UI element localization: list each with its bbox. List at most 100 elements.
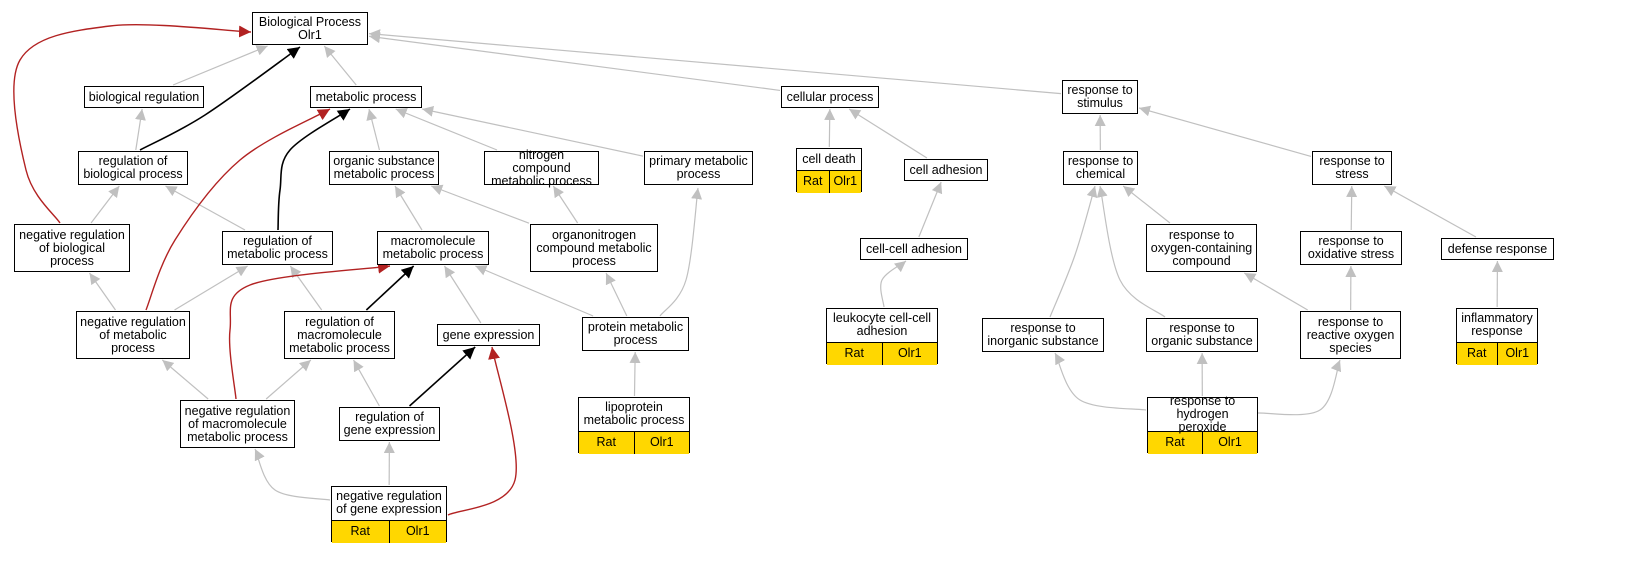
edge-negregbio-to-regbio	[90, 185, 120, 224]
node-geneexp[interactable]: gene expression	[437, 324, 540, 346]
node-bp[interactable]: Biological Process Olr1	[252, 12, 368, 45]
edge-ccadh-to-celladh	[918, 181, 943, 238]
node-label: response to chemical	[1067, 154, 1134, 181]
edge-ros-to-oxycomp	[1244, 272, 1308, 311]
node-label: response to inorganic substance	[987, 321, 1099, 348]
node-label: response to reactive oxygen species	[1306, 314, 1395, 355]
node-label: response to organic substance	[1151, 321, 1253, 348]
node-label: organic substance metabolic process	[333, 154, 435, 181]
edge-regmacro-to-macro	[365, 265, 415, 311]
node-negregbio[interactable]: negative regulation of biological proces…	[14, 224, 130, 272]
node-regmetab[interactable]: regulation of metabolic process	[222, 231, 333, 265]
edge-h2o2-to-inorg	[1054, 352, 1147, 411]
node-orgnitro[interactable]: organonitrogen compound metabolic proces…	[530, 224, 658, 272]
edge-geneexp-to-macro	[443, 265, 482, 324]
node-bioreg[interactable]: biological regulation	[84, 86, 204, 108]
edge-nitro-to-metab	[395, 108, 498, 151]
edge-protmetab-to-orgnitro	[605, 272, 628, 317]
edge-stress-to-stimulus	[1138, 105, 1312, 158]
node-ccadh[interactable]: cell-cell adhesion	[860, 238, 968, 260]
node-chemical[interactable]: response to chemical	[1063, 151, 1138, 185]
node-orgsubst[interactable]: response to organic substance	[1146, 318, 1258, 352]
annotation-cell: Rat	[1165, 435, 1185, 449]
edge-negregmacro-to-negregmetab	[161, 359, 209, 400]
node-metab[interactable]: metabolic process	[310, 86, 422, 108]
annotation-row: Rat Olr1	[332, 519, 447, 543]
node-defense[interactable]: defense response	[1441, 238, 1554, 260]
edge-negreggene-to-negregmacro	[254, 448, 331, 501]
edge-leuko-to-ccadh	[880, 260, 907, 308]
node-label: negative regulation of macromolecule met…	[184, 403, 291, 444]
node-negregmetab[interactable]: negative regulation of metabolic process	[76, 311, 190, 359]
annotation-cell: Rat	[844, 346, 864, 360]
edge-reggene-to-regmacro	[353, 359, 380, 407]
node-label: nitrogen compound metabolic process	[491, 147, 592, 188]
edge-oxycomp-to-chemical	[1122, 185, 1171, 224]
node-oxstress[interactable]: response to oxidative stress	[1300, 231, 1402, 265]
edge-protmetab-to-macro	[475, 265, 594, 317]
node-protmetab[interactable]: protein metabolic process	[582, 317, 689, 351]
node-cellular[interactable]: cellular process	[781, 86, 879, 108]
edge-negregmetab-to-regmetab	[174, 265, 248, 311]
edge-negregmacro-to-regmacro	[265, 359, 312, 400]
node-label: regulation of biological process	[83, 154, 183, 181]
node-macro[interactable]: macromolecule metabolic process	[377, 231, 489, 265]
node-label: response to stimulus	[1067, 83, 1133, 110]
edge-orgsub-to-metab	[366, 108, 381, 151]
node-regbio[interactable]: regulation of biological process	[78, 151, 188, 185]
edge-orgnitro-to-nitro	[552, 185, 579, 224]
node-stress[interactable]: response to stress	[1312, 151, 1392, 185]
node-label: inflammatory response	[1461, 311, 1533, 339]
edge-orgsubst-to-chemical	[1096, 185, 1166, 318]
node-label: regulation of metabolic process	[227, 234, 328, 261]
node-reggene[interactable]: regulation of gene expression	[339, 407, 440, 441]
edge-celldeath-to-cellular	[824, 108, 836, 148]
edge-defense-to-stress	[1384, 185, 1477, 238]
edge-regmetab-to-regbio	[165, 185, 246, 231]
node-label: regulation of gene expression	[343, 410, 436, 437]
node-regmacro[interactable]: regulation of macromolecule metabolic pr…	[284, 311, 395, 359]
node-primary[interactable]: primary metabolic process	[644, 151, 753, 185]
node-negregmacro[interactable]: negative regulation of macromolecule met…	[180, 400, 295, 448]
edge-lipo-to-protmetab	[629, 351, 641, 397]
node-label: response to oxidative stress	[1307, 234, 1395, 261]
node-stimulus[interactable]: response to stimulus	[1062, 80, 1138, 114]
annotation-cell: Rat	[350, 524, 370, 538]
edge-negregmetab-to-metab	[145, 108, 331, 311]
node-label: lipoprotein metabolic process	[583, 400, 685, 428]
node-nitro[interactable]: nitrogen compound metabolic process	[484, 147, 599, 188]
annotation-cell: Rat	[803, 174, 823, 188]
edge-metab-to-bp	[323, 45, 357, 86]
node-label: biological regulation	[88, 89, 200, 104]
node-label: cell-cell adhesion	[866, 241, 962, 256]
node-label: leukocyte cell-cell adhesion	[833, 311, 931, 339]
edge-negregbio-to-bp	[13, 24, 252, 224]
node-label: negative regulation of biological proces…	[19, 227, 125, 268]
annotation-cell: Olr1	[388, 520, 447, 543]
annotation-cell: Olr1	[881, 342, 938, 365]
node-label: response to hydrogen peroxide	[1169, 393, 1236, 434]
node-label: cell death	[802, 151, 856, 166]
edge-stimulus-to-bp	[368, 29, 1062, 95]
node-inorg[interactable]: response to inorganic substance	[982, 318, 1104, 352]
node-oxycomp[interactable]: response to oxygen-containing compound	[1146, 224, 1257, 272]
node-ros[interactable]: response to reactive oxygen species	[1300, 311, 1401, 359]
node-orgsub[interactable]: organic substance metabolic process	[329, 151, 439, 185]
node-celladh[interactable]: cell adhesion	[904, 159, 988, 181]
node-label: negative regulation of gene expression	[336, 489, 442, 517]
edge-orgnitro-to-orgsub	[431, 184, 530, 224]
edge-negregmacro-to-macro	[228, 261, 391, 400]
node-label: negative regulation of metabolic process	[80, 314, 186, 355]
